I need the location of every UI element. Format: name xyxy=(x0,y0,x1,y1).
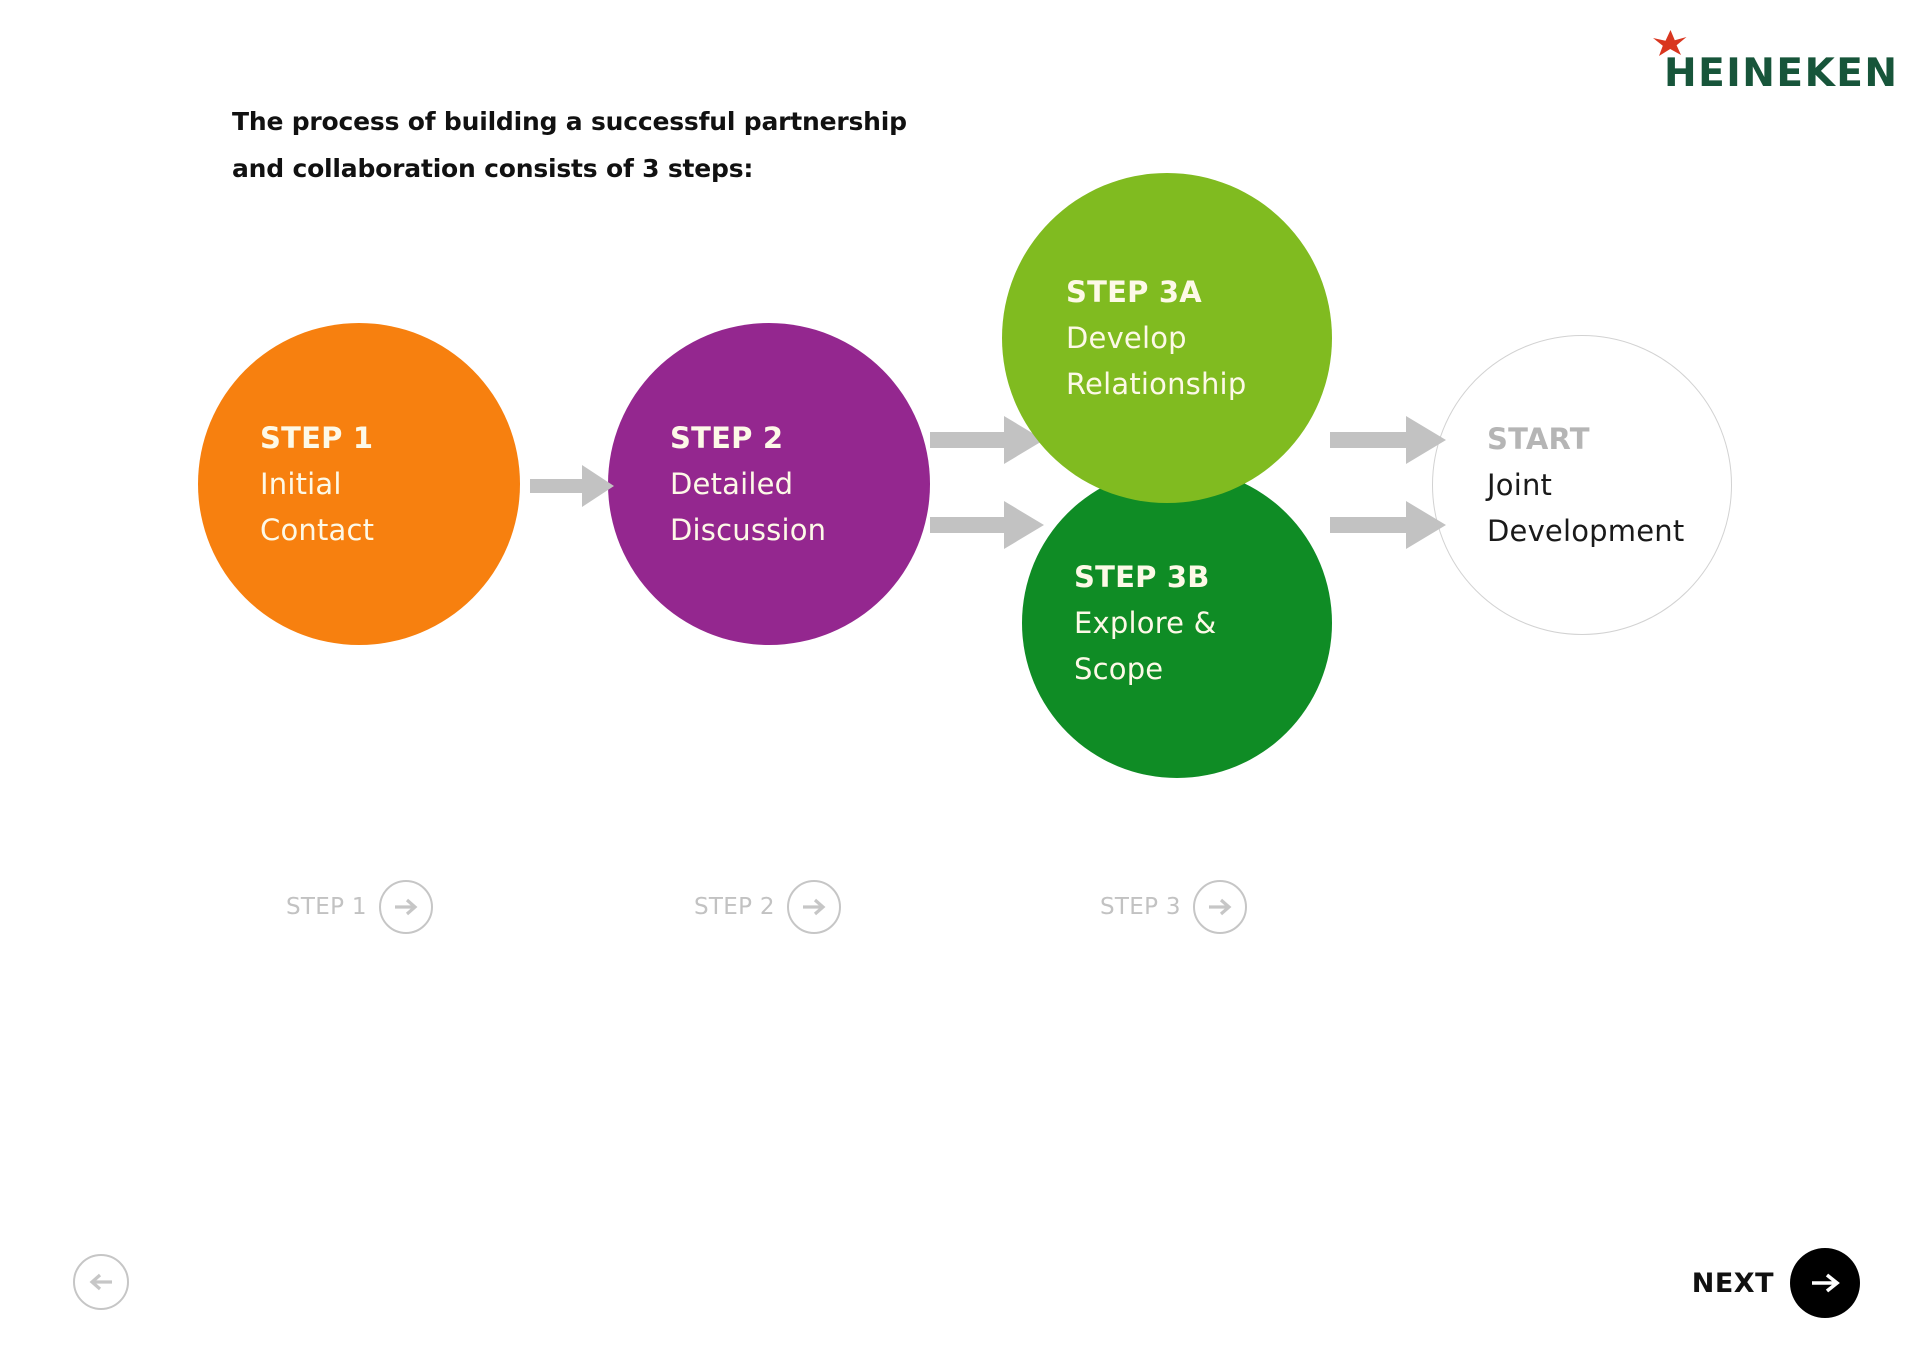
page-title-line-2: and collaboration consists of 3 steps: xyxy=(232,154,754,183)
arrow-right-icon xyxy=(394,898,418,916)
arrow-step3b-to-start xyxy=(1330,501,1446,549)
step3b-subtitle-line-1: Explore & xyxy=(1074,606,1217,640)
step3b-title: STEP 3B xyxy=(1074,560,1210,594)
next-label: NEXT xyxy=(1691,1267,1774,1299)
step-nav-button-1[interactable] xyxy=(378,880,433,934)
step1-title: STEP 1 xyxy=(260,421,374,455)
step1-subtitle-line-2: Contact xyxy=(260,513,375,547)
step3a-title: STEP 3A xyxy=(1066,275,1202,309)
diagram-node-step1[interactable]: STEP 1 Initial Contact xyxy=(198,323,520,645)
step2-subtitle-line-2: Discussion xyxy=(670,513,827,547)
step-nav-label-1: STEP 1 xyxy=(286,894,367,920)
step-nav-button-2[interactable] xyxy=(786,880,841,934)
star-icon xyxy=(1653,30,1687,56)
arrow-step2-to-step3a xyxy=(930,416,1044,464)
diagram-node-step3a[interactable]: STEP 3A Develop Relationship xyxy=(1002,173,1332,503)
step-nav-step-1[interactable]: STEP 1 xyxy=(286,880,433,934)
arrow-step1-to-step2 xyxy=(530,465,614,507)
next-navigation[interactable]: NEXT xyxy=(1692,1248,1860,1318)
start-subtitle-line-1: Joint xyxy=(1487,468,1553,502)
arrow-right-icon xyxy=(1812,1273,1840,1293)
diagram-node-start[interactable]: START Joint Development xyxy=(1432,335,1732,635)
heineken-logo: HEINEKEN xyxy=(1648,28,1897,102)
arrow-step2-to-step3b xyxy=(930,501,1044,549)
step2-title: STEP 2 xyxy=(670,421,784,455)
arrow-left-icon xyxy=(89,1273,112,1291)
page-title-line-1: The process of building a successful par… xyxy=(232,107,907,136)
next-button[interactable] xyxy=(1790,1248,1860,1318)
heineken-wordmark: HEINEKEN xyxy=(1664,51,1899,96)
start-title: START xyxy=(1487,422,1590,456)
start-subtitle-line-2: Development xyxy=(1487,514,1685,548)
diagram-node-step2[interactable]: STEP 2 Detailed Discussion xyxy=(608,323,930,645)
arrow-right-icon xyxy=(802,898,826,916)
diagram-node-step3b[interactable]: STEP 3B Explore & Scope xyxy=(1022,468,1332,778)
step-nav-label-3: STEP 3 xyxy=(1100,894,1181,920)
step-nav-step-2[interactable]: STEP 2 xyxy=(694,880,841,934)
step3a-subtitle-line-2: Relationship xyxy=(1066,367,1247,401)
step-nav-label-2: STEP 2 xyxy=(694,894,775,920)
step1-subtitle-line-1: Initial xyxy=(260,467,342,501)
arrow-right-icon xyxy=(1208,898,1232,916)
page-title: The process of building a successful par… xyxy=(232,98,992,192)
back-button[interactable] xyxy=(73,1254,129,1310)
step-nav-button-3[interactable] xyxy=(1192,880,1247,934)
step3b-subtitle-line-2: Scope xyxy=(1074,652,1164,686)
step3a-subtitle-line-1: Develop xyxy=(1066,321,1187,355)
arrow-step3a-to-start xyxy=(1330,416,1446,464)
step-nav-step-3[interactable]: STEP 3 xyxy=(1100,880,1247,934)
step2-subtitle-line-1: Detailed xyxy=(670,467,794,501)
